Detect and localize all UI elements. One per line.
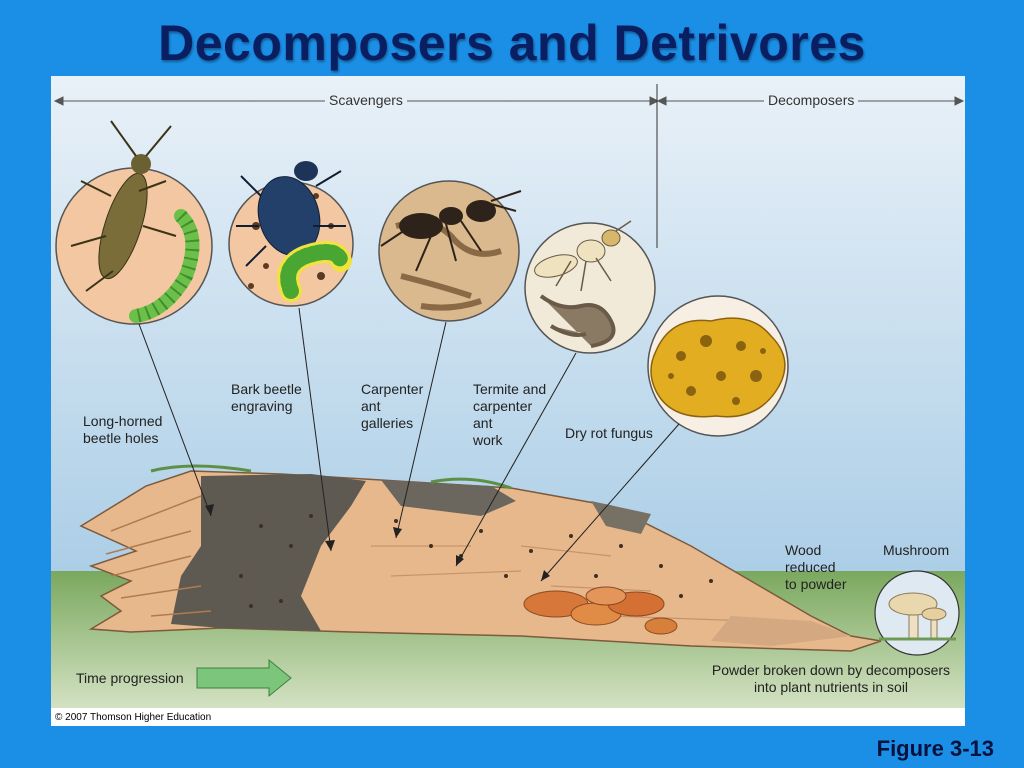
decomposers-header: Decomposers (764, 92, 859, 108)
label-powder-nutrients: Powder broken down by decomposers into p… (711, 662, 951, 695)
label-dry-rot-fungus: Dry rot fungus (565, 425, 653, 441)
label-wood-powder: Wood reduced to powder (785, 542, 847, 592)
leader-arrowheads (205, 504, 550, 581)
diagram-panel: Scavengers Decomposers Long-horned beetl… (51, 76, 965, 726)
time-progression-arrow (196, 658, 292, 698)
mushroom-cluster (523, 586, 678, 635)
dry-rot-fungus-inset (647, 295, 789, 437)
label-long-horned-beetle: Long-horned beetle holes (83, 413, 163, 446)
copyright-notice: © 2007 Thomson Higher Education (55, 712, 212, 723)
diagram-illustration (51, 76, 965, 726)
slide-title: Decomposers and Detrivores (158, 15, 866, 71)
label-mushroom: Mushroom (883, 542, 950, 558)
bark-beetle-inset (228, 161, 354, 307)
leader-lines (138, 307, 680, 582)
label-time-progression: Time progression (76, 670, 184, 686)
label-carpenter-ant: Carpenter ant galleries (361, 381, 424, 431)
termite-inset (524, 220, 656, 354)
rotting-log (79, 464, 882, 652)
figure-label: Figure 3-13 (876, 736, 994, 761)
long-horned-beetle-inset (55, 120, 213, 325)
carpenter-ant-inset (378, 180, 522, 322)
mushroom-inset (874, 570, 960, 656)
label-bark-beetle: Bark beetle engraving (231, 381, 302, 414)
scavengers-header: Scavengers (325, 92, 407, 108)
label-termite: Termite and carpenter ant work (473, 381, 547, 448)
caption-strip (51, 708, 965, 726)
